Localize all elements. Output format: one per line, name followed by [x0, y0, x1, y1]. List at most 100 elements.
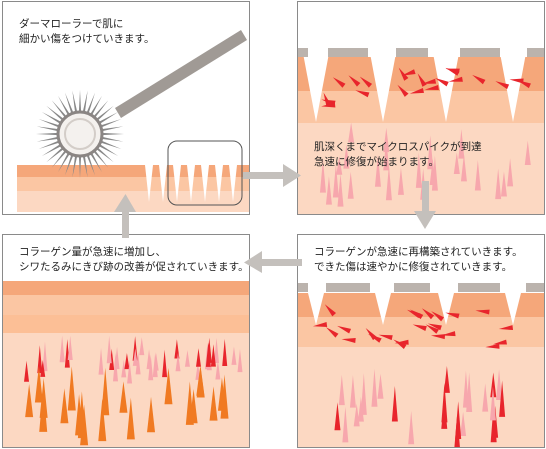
step-3-illustration [298, 283, 544, 447]
collagen-spike [162, 349, 168, 378]
needle-cap [526, 283, 544, 292]
step-2-caption-line-1: 肌深くまでマイクロスパイクが到達 [314, 141, 482, 153]
collagen-spike [474, 159, 481, 191]
micro-channel [503, 285, 523, 325]
collagen-fiber [355, 90, 370, 98]
collagen-spike [524, 140, 531, 165]
collagen-spike [489, 386, 496, 421]
collagen-spike [371, 368, 378, 407]
collagen-fiber [448, 76, 463, 82]
roller-needle [64, 92, 74, 114]
collagen-fiber [425, 324, 439, 334]
roller-needle [98, 144, 119, 156]
roller-needle [100, 118, 122, 128]
collagen-spike [460, 154, 467, 182]
collagen-spike [338, 374, 345, 406]
collagen-spike [106, 335, 112, 364]
collagen-spike [135, 351, 141, 375]
roller-needle [51, 100, 67, 118]
step-1-caption-line-2: 細かい傷をつけていきます。 [19, 33, 155, 45]
collagen-fiber-new [60, 388, 69, 424]
micro-channel [499, 48, 527, 122]
roller-needle [38, 118, 60, 128]
collagen-spike [237, 349, 243, 373]
collagen-spike [348, 122, 355, 143]
collagen-spike [496, 369, 503, 400]
collagen-fiber [321, 102, 336, 108]
collagen-spike [132, 348, 138, 366]
roller-needle [46, 147, 64, 163]
derma-roller-handle [115, 30, 247, 118]
collagen-fiber [431, 311, 445, 322]
collagen-spike [175, 352, 181, 372]
collagen-fiber [445, 67, 460, 76]
collagen-spike [408, 410, 415, 445]
micro-channel [373, 285, 393, 325]
micro-channel [201, 165, 209, 202]
collagen-fiber [441, 331, 456, 337]
collagen-fiber [495, 81, 510, 90]
roller-needle [90, 152, 102, 173]
collagen-fiber [398, 67, 409, 81]
roller-needle [36, 132, 59, 136]
collagen-spike [441, 382, 448, 423]
collagen-spike [343, 144, 350, 169]
micro-channel [187, 165, 195, 202]
collagen-fiber [435, 78, 449, 87]
skin-surface-layer [298, 293, 544, 317]
collagen-spike [482, 383, 489, 412]
collagen-spike [132, 336, 138, 361]
roller-needle [64, 154, 74, 176]
collagen-spike [121, 359, 127, 378]
collagen-spike [37, 345, 43, 374]
needle-cap [460, 48, 500, 57]
micro-channel [302, 48, 330, 122]
needle-cap [394, 283, 430, 292]
roller-needle [38, 140, 60, 150]
micro-channel [229, 165, 237, 202]
collagen-fiber [337, 325, 352, 334]
collagen-fiber [312, 321, 328, 327]
collagen-fiber [407, 309, 421, 319]
collagen-fiber [424, 85, 439, 90]
skin-epidermis-layer [3, 295, 249, 315]
roller-needle [72, 90, 78, 113]
collagen-spike [458, 129, 465, 159]
collagen-fiber [509, 78, 524, 84]
collagen-spike [195, 348, 201, 367]
collagen-spike [460, 411, 467, 437]
collagen-spike [127, 360, 133, 384]
step-3-caption: コラーゲンが急速に再構築されていきます。 できた傷は速やかに修復されていきます。 [314, 245, 523, 275]
collagen-fiber [445, 312, 460, 319]
step-4-caption: コラーゲン量が急速に増加し、 シワたるみにきび跡の改善が促されていきます。 [19, 245, 249, 275]
collagen-spike [415, 152, 422, 188]
needle-cap [527, 48, 544, 57]
collagen-spike [336, 156, 343, 175]
collagen-spike [64, 339, 70, 368]
collagen-spike [490, 404, 497, 443]
needle-cap [396, 48, 428, 57]
collagen-fiber-new [34, 366, 43, 403]
collagen-spike [40, 360, 46, 377]
collagen-fiber-new [67, 366, 76, 411]
collagen-fiber [348, 75, 361, 87]
collagen-fiber [427, 323, 442, 331]
arrow-step1-to-step2 [243, 164, 301, 187]
skin-surface-layer [3, 281, 249, 295]
collagen-fiber [412, 324, 427, 331]
roller-needle [101, 132, 124, 136]
collagen-spike [98, 347, 104, 375]
step-4-panel: コラーゲン量が急速に増加し、 シワたるみにきび跡の改善が促されていきます。 [2, 234, 250, 448]
roller-needle [41, 144, 62, 156]
collagen-spike [109, 348, 115, 370]
skin-epidermis-layer [298, 91, 544, 123]
collagen-spike [152, 352, 158, 378]
step-2-illustration [298, 48, 544, 214]
roller-needle [58, 152, 70, 173]
skin-upper-dermis [3, 315, 249, 333]
collagen-spike [374, 154, 381, 187]
step-4-caption-line-1: コラーゲン量が急速に増加し、 [19, 246, 166, 258]
collagen-fiber [397, 84, 409, 97]
collagen-spike [495, 168, 502, 200]
roller-needle [51, 150, 67, 168]
